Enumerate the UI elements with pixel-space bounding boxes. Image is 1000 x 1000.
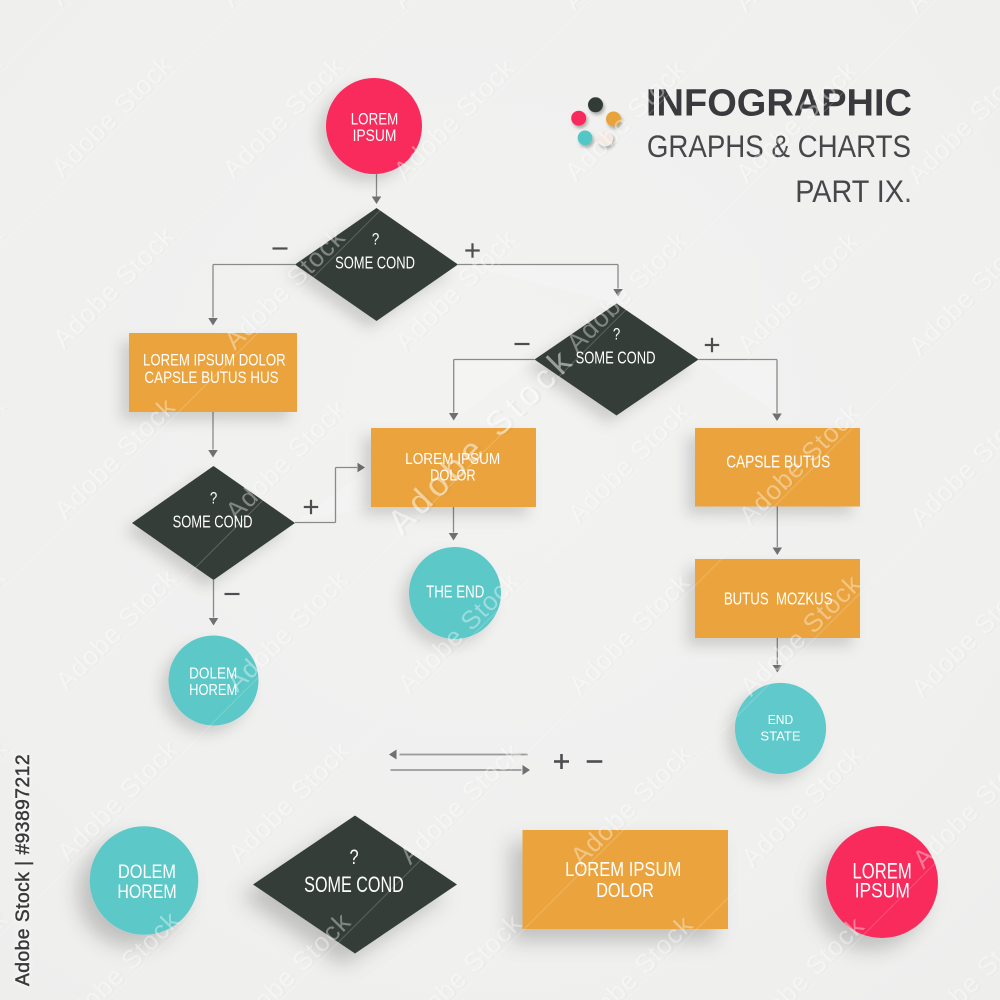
svg-text:Adobe Stock: Adobe Stock [45,49,178,182]
svg-text:SOME COND: SOME COND [576,349,656,369]
svg-text:Adobe Stock: Adobe Stock [908,912,1000,1000]
svg-text:PART IX.: PART IX. [795,175,912,209]
svg-text:STATE: STATE [760,729,801,744]
svg-text:IPSUM: IPSUM [855,880,910,903]
svg-text:LOREM IPSUM DOLOR: LOREM IPSUM DOLOR [143,351,286,370]
svg-text:INFOGRAPHIC: INFOGRAPHIC [646,82,912,124]
svg-text:CAPSLE BUTUS: CAPSLE BUTUS [726,453,830,472]
svg-text:Adobe Stock: Adobe Stock [904,399,1000,532]
svg-text:SOME COND: SOME COND [304,872,404,897]
svg-text:Adobe Stock: Adobe Stock [905,570,1000,703]
svg-text:Adobe Stock: Adobe Stock [902,227,1000,360]
svg-text:HOREM: HOREM [189,682,237,700]
svg-text:HOREM: HOREM [117,881,176,903]
svg-text:LOREM IPSUM: LOREM IPSUM [405,451,500,468]
svg-text:Adobe Stock: Adobe Stock [44,0,177,11]
svg-text:END: END [768,713,794,727]
svg-text:Adobe Stock: Adobe Stock [907,741,1000,874]
svg-text:?: ? [613,325,620,344]
svg-text:?: ? [210,489,217,508]
svg-text:SOME COND: SOME COND [173,513,253,533]
svg-text:SOME COND: SOME COND [335,254,415,274]
svg-text:Adobe Stock: Adobe Stock [737,911,870,1000]
svg-text:Adobe Stock: Adobe Stock [224,906,357,1000]
svg-text:THE END: THE END [426,583,484,602]
svg-text:Adobe Stock: Adobe Stock [215,0,348,13]
svg-text:DOLEM: DOLEM [118,861,176,882]
svg-text:Adobe Stock: Adobe Stock [557,0,690,16]
svg-text:Adobe Stock: Adobe Stock [0,390,10,523]
svg-text:BUTUS MOZKUS: BUTUS MOZKUS [724,590,833,609]
svg-text:LOREM: LOREM [351,110,398,129]
svg-text:DOLOR: DOLOR [596,878,654,901]
svg-text:CAPSLE BUTUS HUS: CAPSLE BUTUS HUS [144,369,278,388]
svg-text:Adobe Stock: Adobe Stock [731,226,864,359]
svg-text:GRAPHS & CHARTS: GRAPHS & CHARTS [647,129,911,164]
svg-text:Adobe Stock: Adobe Stock [386,0,519,14]
svg-text:Adobe Stock: Adobe Stock [0,0,9,10]
svg-text:Adobe Stock: Adobe Stock [0,0,6,10]
svg-text:Adobe Stock: Adobe Stock [50,563,183,696]
svg-text:Adobe Stock: Adobe Stock [393,737,526,870]
svg-text:Adobe Stock: Adobe Stock [563,567,696,700]
svg-text:Adobe Stock: Adobe Stock [728,0,861,17]
svg-text:?: ? [372,230,379,249]
svg-text:Adobe Stock: Adobe Stock [221,564,354,697]
svg-text:Adobe Stock: Adobe Stock [900,0,1000,18]
svg-text:IPSUM: IPSUM [353,127,397,145]
svg-text:Adobe Stock: Adobe Stock [562,396,695,529]
svg-text:Adobe Stock: Adobe Stock [0,219,9,352]
svg-text:DOLOR: DOLOR [430,467,475,485]
svg-text:Adobe Stock: Adobe Stock [0,561,12,694]
svg-text:Adobe Stock: Adobe Stock [0,732,13,865]
svg-text:Adobe Stock: Adobe Stock [901,56,1000,189]
svg-text:LOREM IPSUM: LOREM IPSUM [565,857,681,880]
svg-text:LOREM: LOREM [853,859,912,884]
svg-text:DOLEM: DOLEM [189,666,237,683]
svg-text:?: ? [349,845,358,868]
svg-text:Adobe Stock: Adobe Stock [395,908,528,1000]
